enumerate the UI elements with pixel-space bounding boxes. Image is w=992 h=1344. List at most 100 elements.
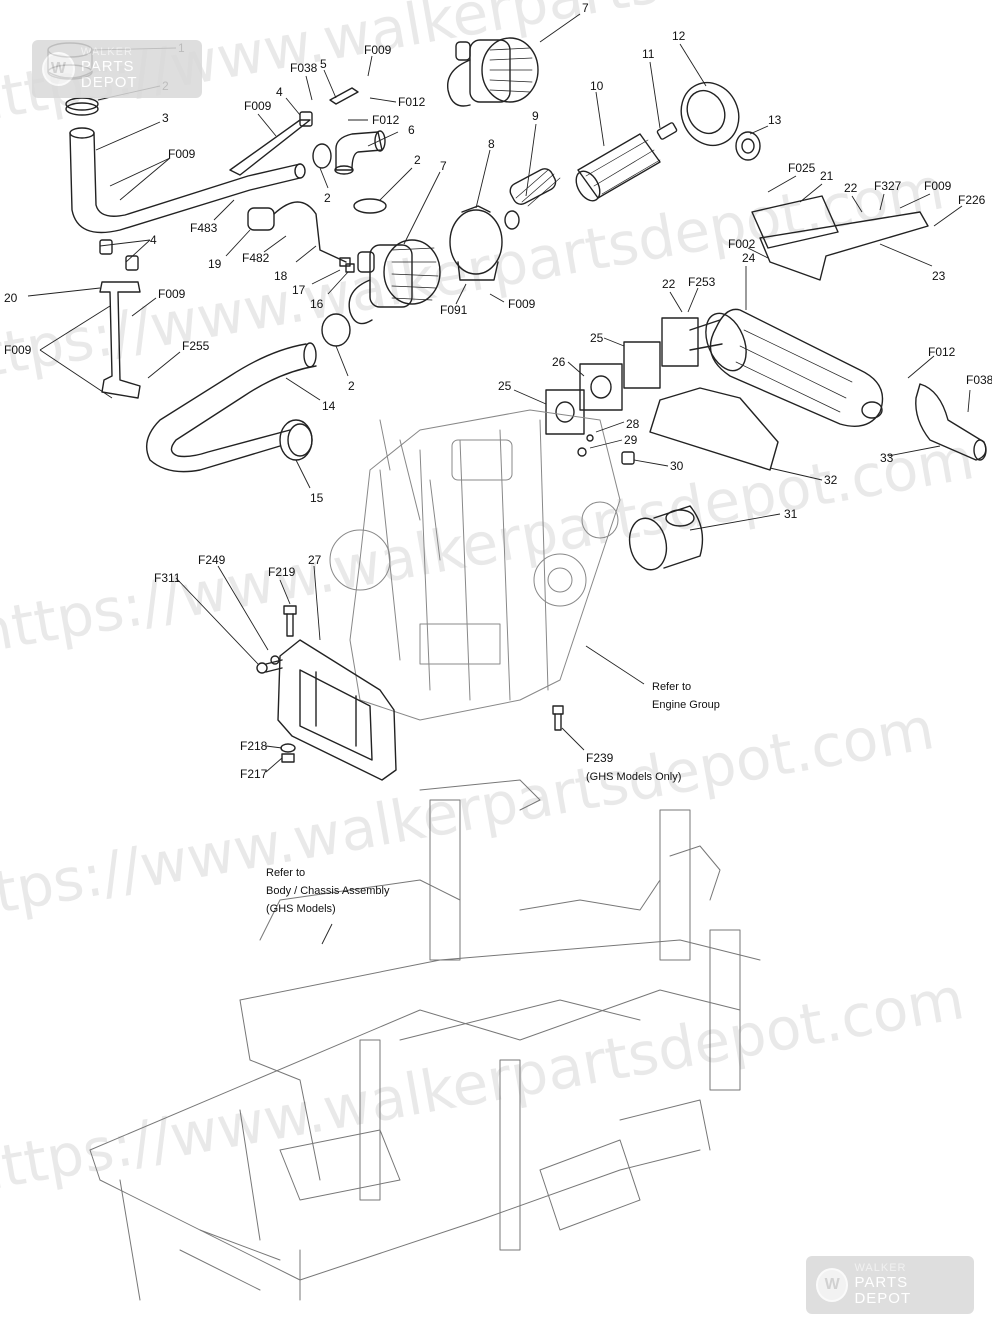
- rubber-mount: [299, 111, 313, 127]
- callout-label: F091: [440, 303, 468, 317]
- muffler-bracket: [759, 211, 929, 281]
- muffler: [689, 308, 884, 427]
- washer: [280, 743, 296, 753]
- callout-label: 25: [498, 379, 512, 393]
- note-text: Body / Chassis Assembly: [266, 885, 390, 897]
- rubber-mount: [125, 255, 139, 271]
- heat-shield-plate: [751, 195, 839, 249]
- fastener-bolt: [283, 605, 297, 637]
- tube-bracket: [229, 119, 311, 176]
- callout-label: 13: [768, 113, 782, 127]
- rubber-mount: [99, 239, 113, 255]
- engine-mount-plate: [277, 639, 397, 781]
- engine-block: [329, 409, 621, 721]
- hose-clamp: [65, 97, 99, 116]
- callout-label: 24: [742, 251, 756, 265]
- callout-label: 4: [150, 233, 157, 247]
- callout-label: F012: [398, 95, 426, 109]
- logo-line1: WALKER: [80, 46, 133, 59]
- callout-label: F482: [242, 251, 270, 265]
- callout-label: 5: [320, 57, 327, 71]
- callout-label: F239: [586, 751, 614, 765]
- callout-label: F253: [688, 275, 716, 289]
- callout-label: F009: [364, 43, 392, 57]
- note-text: Refer to: [652, 681, 691, 693]
- callout-label: 22: [844, 181, 858, 195]
- callout-label: 6: [408, 123, 415, 137]
- callout-label: 27: [308, 553, 322, 567]
- air-cleaner-lower: [348, 239, 441, 325]
- callout-label: F009: [168, 147, 196, 161]
- logo-line1: WALKER: [854, 1262, 907, 1275]
- callout-label: 11: [642, 47, 655, 61]
- callout-label: 2: [414, 153, 421, 167]
- tailpipe: [915, 383, 987, 461]
- hose-clamp: [279, 419, 313, 461]
- note-text: Engine Group: [652, 699, 720, 711]
- sender: [621, 451, 635, 465]
- callout-label: 18: [274, 269, 288, 283]
- callout-label: F255: [182, 339, 210, 353]
- callout-label: 7: [440, 159, 447, 173]
- callout-label: 21: [820, 169, 834, 183]
- callout-label: F002: [728, 237, 756, 251]
- note-text: Refer to: [266, 867, 305, 879]
- callout-label: 25: [590, 331, 604, 345]
- exhaust-gasket: [623, 341, 661, 389]
- callout-label: F009: [924, 179, 952, 193]
- callout-label: F012: [928, 345, 956, 359]
- dust-valve: [735, 131, 761, 161]
- callout-label: 32: [824, 473, 838, 487]
- watermark-logo: W WALKER PARTS DEPOT: [806, 1256, 974, 1314]
- callout-label: 10: [590, 79, 604, 93]
- exhaust-flange: [579, 363, 623, 411]
- callout-label: F249: [198, 553, 226, 567]
- callout-label: F226: [958, 193, 986, 207]
- fastener-bolt: [552, 705, 564, 731]
- callout-label: 19: [208, 257, 222, 271]
- callout-label: F009: [4, 343, 32, 357]
- mount-bracket: [99, 281, 141, 399]
- intake-tube: [69, 127, 306, 234]
- callout-label: F219: [268, 565, 296, 579]
- callout-label: F025: [788, 161, 816, 175]
- exhaust-gasket: [661, 317, 699, 367]
- callout-label: 12: [672, 29, 686, 43]
- callout-label: F012: [372, 113, 400, 127]
- callout-label: 31: [784, 507, 798, 521]
- nut: [281, 753, 295, 763]
- callout-label: 2: [348, 379, 355, 393]
- callout-label: 26: [552, 355, 566, 369]
- callout-label: 28: [626, 417, 640, 431]
- callout-label: 7: [582, 1, 589, 15]
- callout-label: F009: [508, 297, 536, 311]
- end-cap: [680, 81, 740, 147]
- callout-label: F483: [190, 221, 218, 235]
- callout-label: 8: [488, 137, 495, 151]
- callout-label: 4: [276, 85, 283, 99]
- callout-label: F217: [240, 767, 268, 781]
- oil-filter: [628, 505, 704, 571]
- restriction-indicator: [247, 201, 355, 273]
- heat-shield: [649, 387, 779, 471]
- callout-label: 14: [322, 399, 336, 413]
- callout-label: 23: [932, 269, 946, 283]
- logo-icon: W: [42, 52, 75, 86]
- callout-label: F327: [874, 179, 902, 193]
- air-hose: [146, 342, 317, 473]
- callout-label: 29: [624, 433, 638, 447]
- logo-icon: W: [816, 1268, 849, 1302]
- callout-label: 9: [532, 109, 539, 123]
- callout-label: F009: [158, 287, 186, 301]
- washer: [270, 655, 280, 665]
- callout-label: 2: [324, 191, 331, 205]
- callout-label: F038: [290, 61, 318, 75]
- small-bracket: [329, 87, 359, 105]
- logo-line2: PARTS DEPOT: [80, 58, 138, 91]
- chassis-frame: [89, 779, 761, 1301]
- callout-label: 30: [670, 459, 684, 473]
- note-text: (GHS Models Only): [586, 771, 681, 783]
- callout-label: 15: [310, 491, 324, 505]
